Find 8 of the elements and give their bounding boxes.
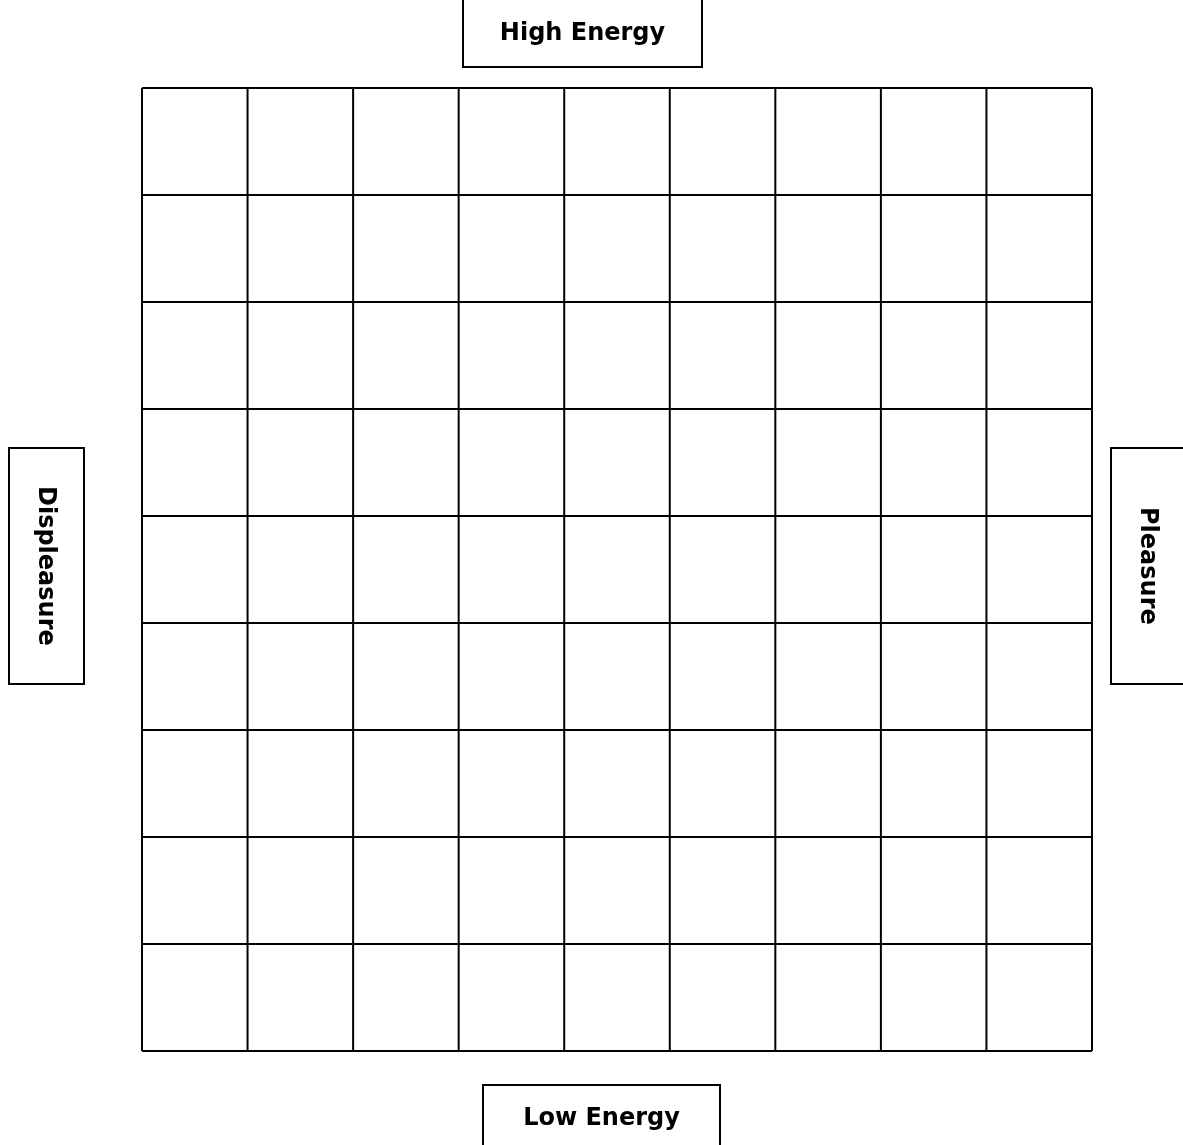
axis-label-box xyxy=(1110,447,1183,685)
axis-label: Pleasure xyxy=(1134,507,1163,625)
axis-label: Displeasure xyxy=(32,486,61,646)
axis-label-box xyxy=(462,0,703,68)
axis-label: Low Energy xyxy=(523,1103,680,1131)
axis-label-box xyxy=(482,1084,721,1145)
axis-label-box xyxy=(8,447,85,685)
axis-label: High Energy xyxy=(499,18,666,46)
